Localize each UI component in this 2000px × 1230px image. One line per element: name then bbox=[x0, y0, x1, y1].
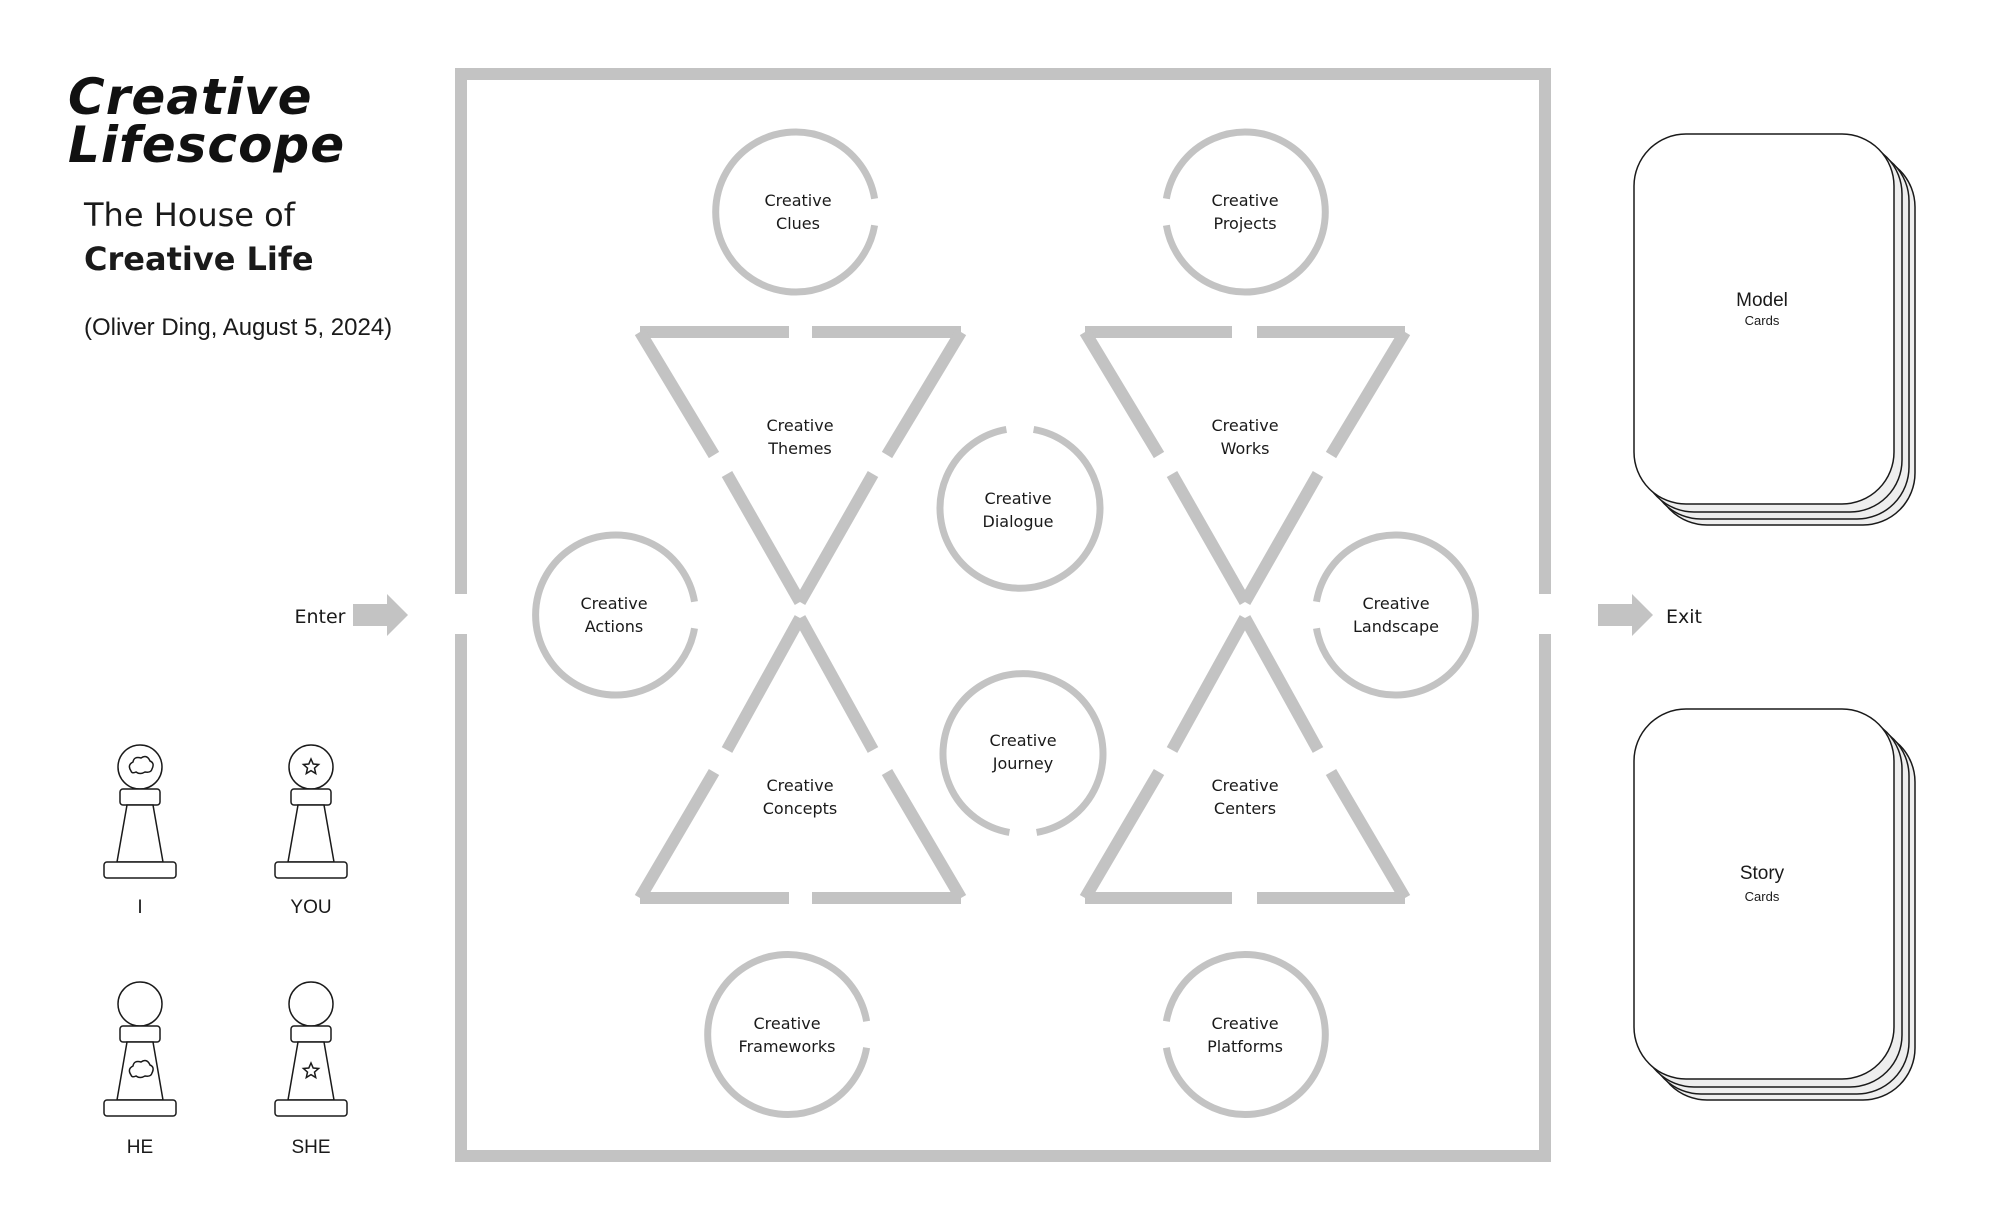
subtitle-line-1: The House of bbox=[84, 196, 295, 234]
house-frame bbox=[455, 68, 1551, 1162]
pawn-he-label: HE bbox=[127, 1137, 153, 1158]
story-cards-deck bbox=[1633, 708, 1916, 1101]
cloud-icon bbox=[128, 755, 154, 775]
model-cards-title: Model bbox=[1736, 290, 1788, 311]
story-cards-caption: Cards bbox=[1745, 889, 1780, 904]
author-credit: (Oliver Ding, August 5, 2024) bbox=[84, 314, 393, 341]
enter-arrow-icon bbox=[353, 594, 408, 636]
pawn-you bbox=[274, 744, 348, 879]
model-cards-deck bbox=[1633, 133, 1916, 526]
ring-platforms bbox=[1162, 951, 1329, 1118]
pawn-he bbox=[103, 981, 177, 1117]
title-line-1: Creative bbox=[68, 68, 313, 126]
pawn-you-label: YOU bbox=[290, 897, 331, 918]
model-cards-caption: Cards bbox=[1745, 313, 1780, 328]
hourglass-left bbox=[634, 326, 967, 904]
cloud-icon bbox=[128, 1059, 154, 1079]
hourglass-right bbox=[1079, 326, 1411, 904]
star-icon bbox=[301, 1061, 321, 1080]
ring-actions bbox=[532, 531, 698, 699]
pawn-i-label: I bbox=[137, 897, 142, 918]
ring-projects bbox=[1162, 128, 1329, 296]
pawn-she-label: SHE bbox=[291, 1137, 330, 1158]
ring-clues bbox=[712, 128, 879, 296]
pawn-i bbox=[103, 744, 177, 879]
ring-dialogue bbox=[936, 425, 1104, 592]
ring-journey bbox=[939, 670, 1107, 836]
star-icon bbox=[301, 757, 321, 776]
subtitle-line-2: Creative Life bbox=[84, 240, 314, 278]
ring-landscape bbox=[1313, 531, 1479, 699]
pawn-she bbox=[274, 981, 348, 1117]
ring-frameworks bbox=[704, 951, 871, 1118]
enter-label: Enter bbox=[295, 606, 346, 628]
story-cards-title: Story bbox=[1740, 863, 1785, 884]
exit-label: Exit bbox=[1666, 606, 1702, 628]
title-line-2: Lifescope bbox=[68, 116, 346, 174]
exit-arrow-icon bbox=[1598, 594, 1653, 636]
